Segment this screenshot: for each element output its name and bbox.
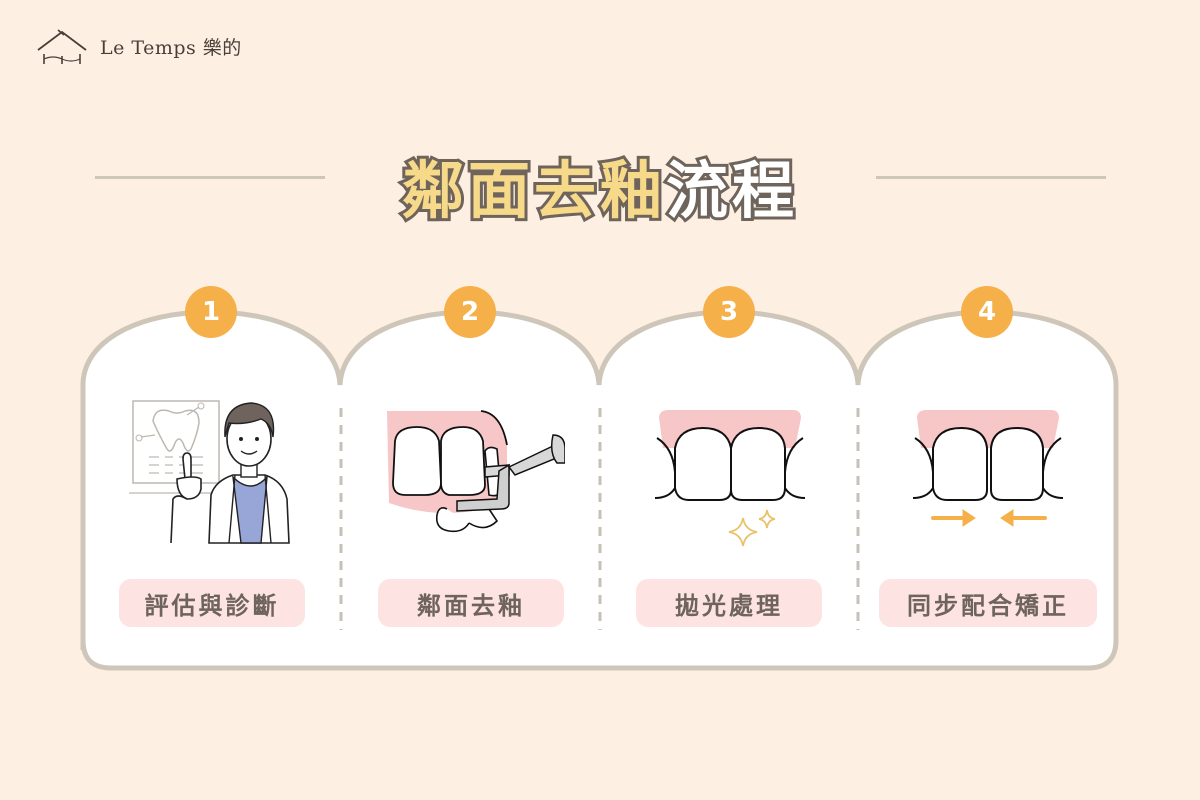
column-dividers (339, 408, 860, 630)
step-2-badge: 2 (444, 286, 496, 338)
brand-name: Le Temps 樂的 (100, 36, 242, 59)
title-divider-left (95, 176, 325, 179)
brand-logo: Le Temps 樂的 (34, 26, 242, 66)
arrow-left-icon (1000, 509, 1047, 527)
dentist-pointing-at-tooth-chart-icon (129, 400, 290, 544)
step-4-badge: 4 (961, 286, 1013, 338)
step-2-label: 鄰面去釉 (378, 579, 564, 627)
step-1-badge: 1 (185, 286, 237, 338)
title-highlight: 鄰面去釉 (399, 151, 666, 230)
page-title-area: 鄰面去釉流程 (0, 140, 1200, 230)
arrow-right-icon (931, 509, 976, 527)
title-plain: 流程 (663, 151, 799, 230)
step-1-label: 評估與診斷 (119, 579, 305, 627)
teeth-closing-gap-arrows-icon (913, 410, 1063, 527)
page-title: 鄰面去釉流程 (0, 140, 1200, 230)
step-3-badge: 3 (703, 286, 755, 338)
polished-teeth-sparkle-icon (655, 410, 805, 547)
house-outline-icon (37, 29, 87, 64)
step-3-label: 拋光處理 (636, 579, 822, 627)
step-4-label: 同步配合矯正 (879, 579, 1097, 627)
teeth-stripping-tool-icon (387, 410, 565, 533)
title-divider-right (876, 176, 1106, 179)
